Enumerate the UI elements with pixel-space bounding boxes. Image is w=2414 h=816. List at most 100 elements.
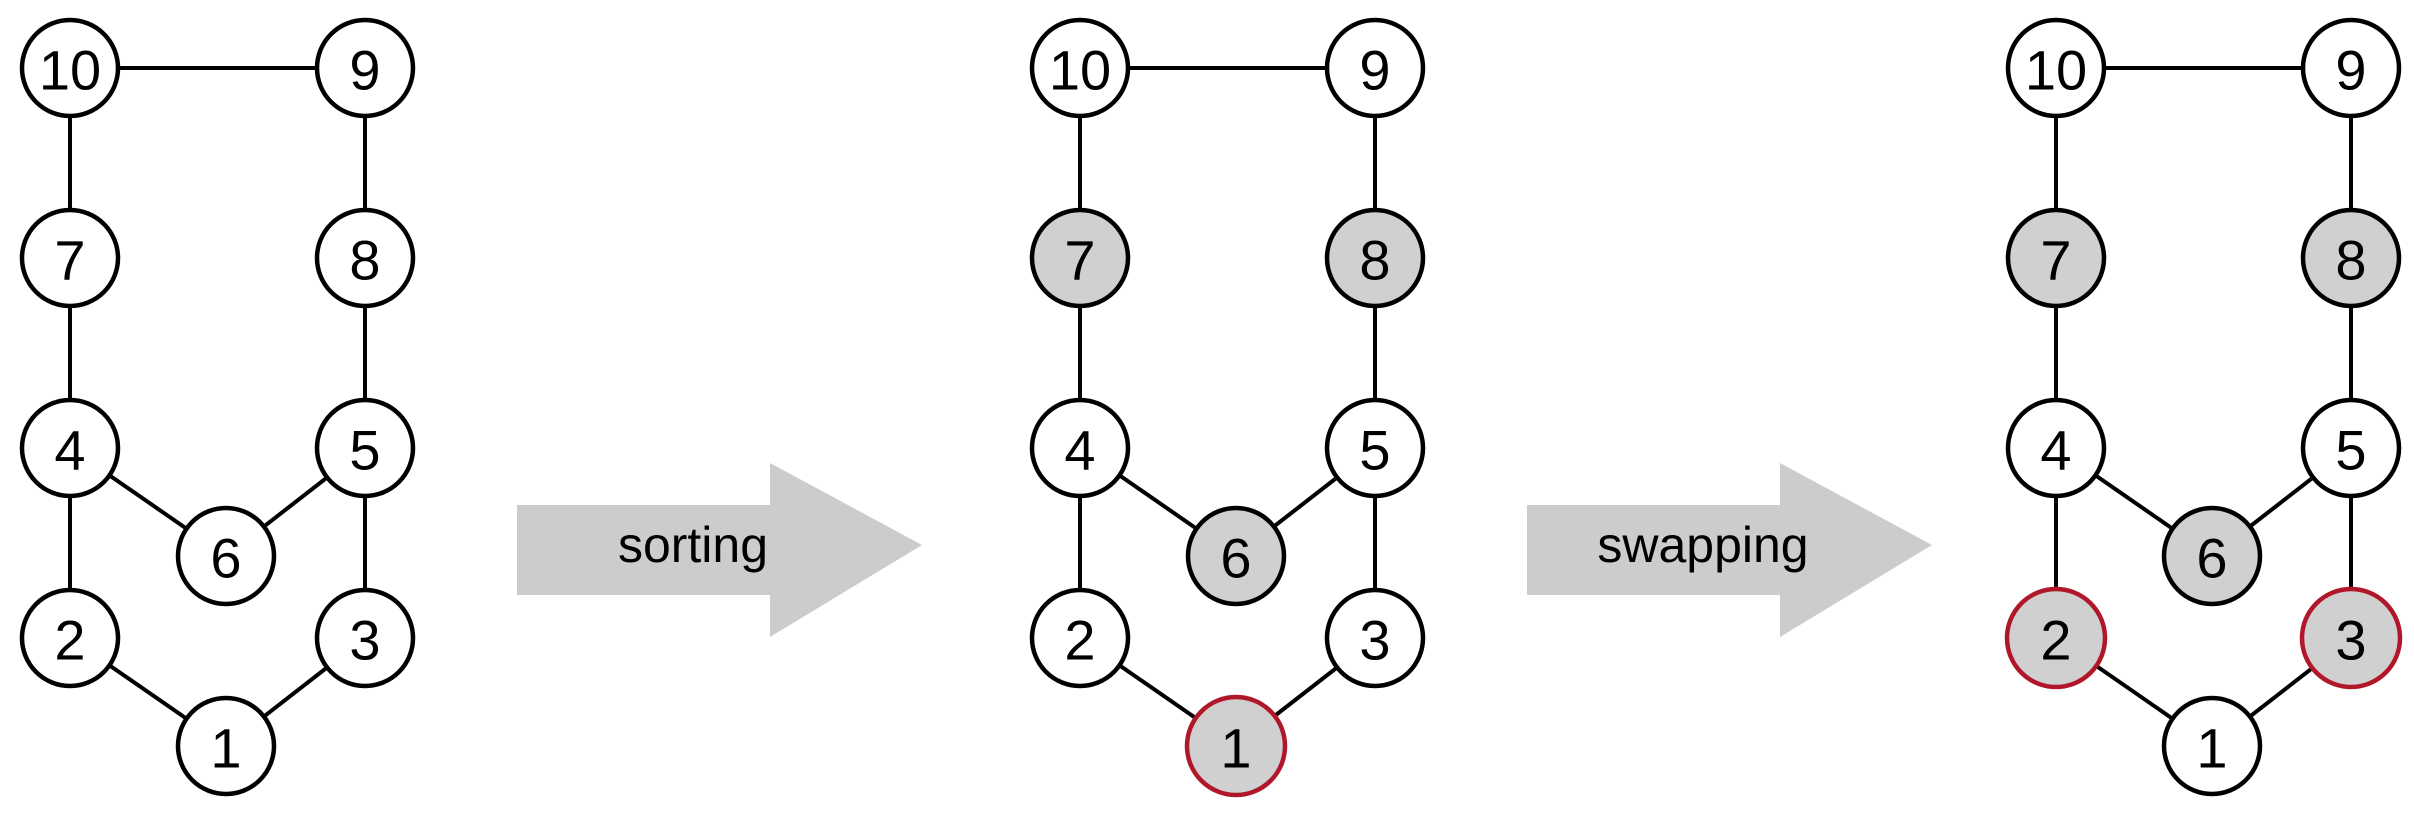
node-circle: [19, 207, 121, 309]
node-label: 1: [1220, 717, 1251, 780]
node-4: 4: [1029, 397, 1131, 499]
node-label: 7: [54, 229, 85, 292]
node-circle: [1185, 505, 1287, 607]
node-circle: [19, 17, 121, 119]
node-5: 5: [2300, 397, 2402, 499]
node-2: 2: [19, 587, 121, 689]
node-circle: [2161, 505, 2263, 607]
node-5: 5: [314, 397, 416, 499]
node-circle: [314, 587, 416, 689]
swapping-arrow: swapping: [1527, 463, 1932, 637]
node-circle: [1324, 397, 1426, 499]
node-label: 7: [1064, 229, 1095, 292]
node-5: 5: [1324, 397, 1426, 499]
node-7: 7: [19, 207, 121, 309]
node-2: 2: [1029, 587, 1131, 689]
node-1: 1: [1184, 694, 1288, 798]
sorting-arrow: sorting: [517, 463, 922, 637]
node-label: 9: [2335, 39, 2366, 102]
node-circle: [2005, 397, 2107, 499]
node-circle: [1324, 207, 1426, 309]
node-10: 10: [19, 17, 121, 119]
node-label: 1: [210, 717, 241, 780]
node-circle: [1184, 694, 1288, 798]
node-label: 2: [54, 609, 85, 672]
node-circle: [314, 17, 416, 119]
node-8: 8: [2300, 207, 2402, 309]
node-8: 8: [1324, 207, 1426, 309]
node-2: 2: [2004, 586, 2108, 690]
node-label: 4: [2040, 419, 2071, 482]
node-9: 9: [2300, 17, 2402, 119]
sorting-arrow-label: sorting: [618, 517, 768, 573]
graph-panel-original: 10 9 7 8 4 5 6 2 3 1: [19, 17, 416, 797]
node-label: 6: [210, 527, 241, 590]
node-label: 6: [2196, 527, 2227, 590]
node-6: 6: [1185, 505, 1287, 607]
graph-panel-sorted: 10 9 7 8 4 5 6 2 3 1: [1029, 17, 1426, 798]
node-circle: [314, 207, 416, 309]
node-3: 3: [2299, 586, 2403, 690]
node-9: 9: [314, 17, 416, 119]
node-label: 8: [349, 229, 380, 292]
node-circle: [2299, 586, 2403, 690]
node-circle: [2005, 17, 2107, 119]
node-circle: [175, 695, 277, 797]
node-label: 10: [2025, 39, 2087, 102]
node-circle: [2004, 586, 2108, 690]
node-circle: [1029, 587, 1131, 689]
node-circle: [2300, 207, 2402, 309]
node-label: 2: [1064, 609, 1095, 672]
sorting-arrow-shape: [517, 463, 922, 637]
node-label: 9: [349, 39, 380, 102]
node-circle: [1324, 587, 1426, 689]
node-1: 1: [175, 695, 277, 797]
node-label: 3: [2335, 609, 2366, 672]
node-circle: [1029, 17, 1131, 119]
node-circle: [2300, 17, 2402, 119]
node-label: 8: [2335, 229, 2366, 292]
node-6: 6: [175, 505, 277, 607]
node-label: 5: [349, 419, 380, 482]
node-circle: [1324, 17, 1426, 119]
node-label: 5: [1359, 419, 1390, 482]
node-6: 6: [2161, 505, 2263, 607]
node-circle: [314, 397, 416, 499]
node-label: 4: [54, 419, 85, 482]
node-label: 8: [1359, 229, 1390, 292]
node-label: 9: [1359, 39, 1390, 102]
node-label: 3: [1359, 609, 1390, 672]
swapping-arrow-shape: [1527, 463, 1932, 637]
swapping-arrow-label: swapping: [1597, 517, 1808, 573]
node-4: 4: [2005, 397, 2107, 499]
node-label: 1: [2196, 717, 2227, 780]
node-circle: [19, 587, 121, 689]
node-label: 2: [2040, 609, 2071, 672]
node-8: 8: [314, 207, 416, 309]
node-circle: [1029, 207, 1131, 309]
node-3: 3: [1324, 587, 1426, 689]
graph-panel-swapped: 10 9 7 8 4 5 6 2 3 1: [2004, 17, 2403, 797]
node-circle: [2300, 397, 2402, 499]
node-label: 4: [1064, 419, 1095, 482]
node-7: 7: [1029, 207, 1131, 309]
node-10: 10: [1029, 17, 1131, 119]
node-circle: [175, 505, 277, 607]
node-label: 10: [39, 39, 101, 102]
node-label: 3: [349, 609, 380, 672]
node-1: 1: [2161, 695, 2263, 797]
node-circle: [1029, 397, 1131, 499]
node-9: 9: [1324, 17, 1426, 119]
node-10: 10: [2005, 17, 2107, 119]
node-7: 7: [2005, 207, 2107, 309]
node-4: 4: [19, 397, 121, 499]
node-circle: [2161, 695, 2263, 797]
node-label: 7: [2040, 229, 2071, 292]
node-circle: [19, 397, 121, 499]
node-label: 6: [1220, 527, 1251, 590]
node-label: 5: [2335, 419, 2366, 482]
node-label: 10: [1049, 39, 1111, 102]
node-3: 3: [314, 587, 416, 689]
node-circle: [2005, 207, 2107, 309]
